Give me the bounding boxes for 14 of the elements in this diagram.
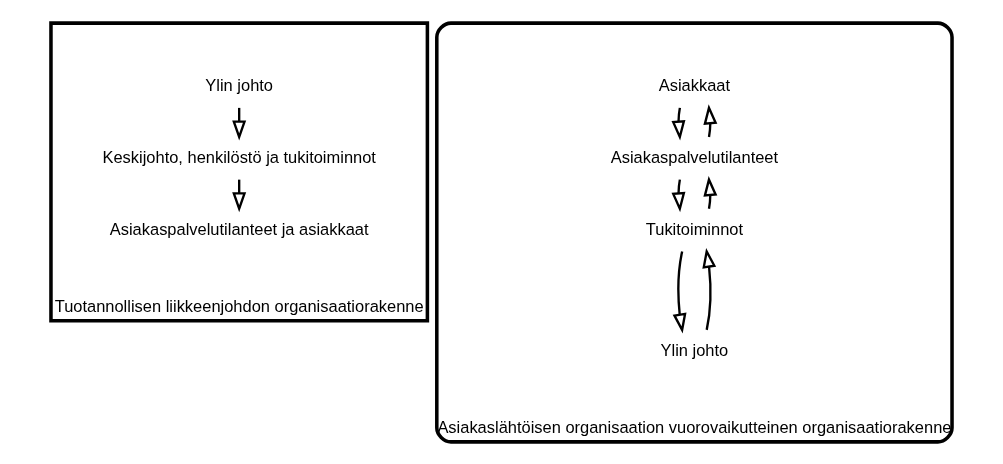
- node-text: Tukitoiminnot: [645, 219, 744, 237]
- cluster: [435, 20, 954, 444]
- node-text: Asiakaspalvelutilanteet: [610, 147, 779, 166]
- node-text: Asiakkaat: [658, 75, 731, 94]
- cluster: [49, 20, 430, 322]
- arrow: [672, 250, 687, 333]
- node-text: Ylin johto: [660, 340, 729, 359]
- arrow: [703, 103, 718, 137]
- node-text: Asiakaspalvelutilanteet ja asiakkaat: [109, 219, 369, 237]
- node-label: Tuotannollisen liikkeenjohdon organisaatiorakenne: [54, 296, 424, 315]
- arrow: [671, 107, 686, 140]
- arrow: [702, 247, 717, 330]
- node-text: Ylin johto: [205, 75, 274, 94]
- node-text: Keskijohto, henkilöstö ja tukitoiminnot: [102, 147, 376, 166]
